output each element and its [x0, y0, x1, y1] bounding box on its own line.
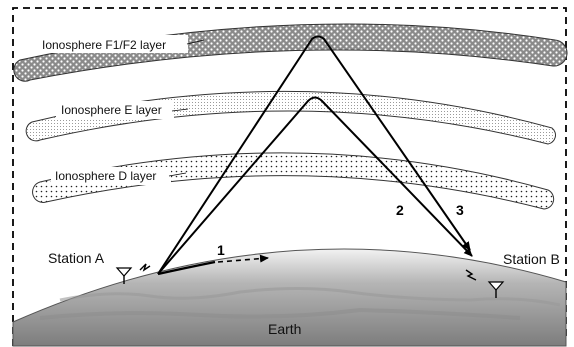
- f-layer-label: Ionosphere F1/F2 layer: [42, 38, 166, 52]
- station-a-antenna-icon: [115, 263, 151, 284]
- station-a-label: Station A: [48, 250, 105, 266]
- dashed-frame: [12, 7, 567, 346]
- earth-label: Earth: [268, 321, 301, 337]
- path-3-ray: [157, 35, 471, 275]
- path-3-label: 3: [456, 202, 464, 218]
- path-1-ground-wave: [157, 260, 216, 276]
- path-1-label: 1: [217, 242, 225, 258]
- path-2-ray: [157, 96, 473, 275]
- d-layer-band: [32, 152, 555, 210]
- path-2-label: 2: [396, 202, 404, 218]
- station-b-antenna-icon: [465, 269, 505, 298]
- earth-texture: [59, 287, 561, 307]
- station-b-label: Station B: [503, 251, 560, 267]
- d-layer-label: Ionosphere D layer: [55, 169, 156, 183]
- e-layer-label: Ionosphere E layer: [61, 103, 162, 117]
